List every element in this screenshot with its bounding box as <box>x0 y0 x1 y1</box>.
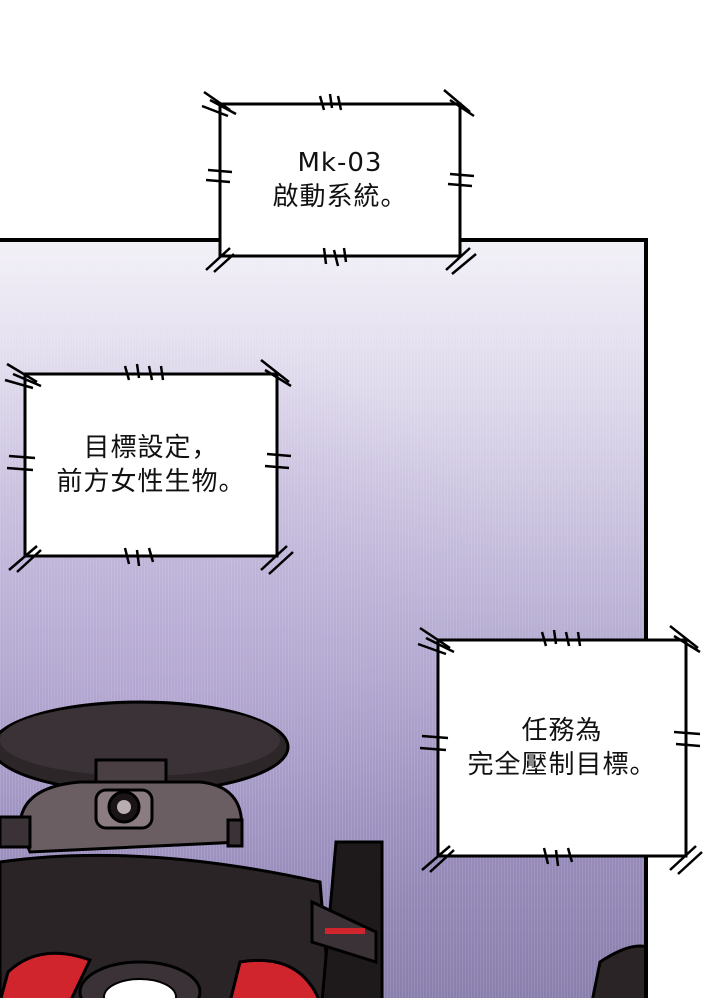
narration-line: Mk-03 <box>297 148 383 178</box>
box-frame-1 <box>201 89 477 275</box>
box-frame-2 <box>4 359 294 575</box>
box-frame-3 <box>417 625 703 875</box>
robot-red-light <box>325 928 365 934</box>
narration-line: 前方女性生物。 <box>56 467 246 497</box>
robot-illustration <box>0 700 644 998</box>
narration-text-3: 任務為 完全壓制目標。 <box>467 714 656 782</box>
narration-line: 目標設定， <box>83 433 219 463</box>
narration-box-1: Mk-03 啟動系統。 <box>201 89 477 275</box>
robot-right-part <box>591 944 644 998</box>
narration-line: 啟動系統。 <box>272 182 408 212</box>
robot-lower-red <box>0 951 93 998</box>
narration-line: 完全壓制目標。 <box>467 750 657 780</box>
narration-text-2: 目標設定， 前方女性生物。 <box>56 431 245 499</box>
narration-text-1: Mk-03 啟動系統。 <box>272 146 407 214</box>
narration-box-2: 目標設定， 前方女性生物。 <box>4 359 294 575</box>
narration-line: 任務為 <box>521 716 603 746</box>
narration-box-3: 任務為 完全壓制目標。 <box>417 625 703 875</box>
comic-panel <box>0 238 648 998</box>
